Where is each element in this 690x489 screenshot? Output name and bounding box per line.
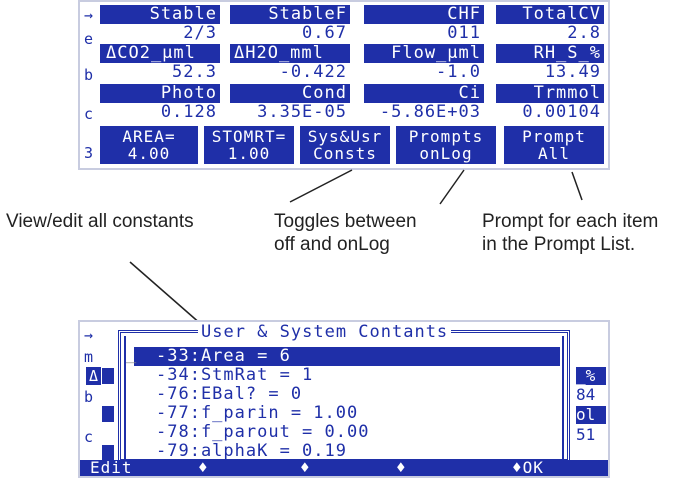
key-sys-usr-line2: Consts <box>313 144 377 163</box>
const-item-f-parin[interactable]: -77:f_parin = 1.00 <box>156 403 359 423</box>
value-rh-s: 13.49 <box>544 62 601 82</box>
const-item-stmrat[interactable]: -34:StmRat = 1 <box>156 365 314 385</box>
s2-row-label-m: m <box>84 348 94 366</box>
const-item-alphak[interactable]: -79:alphaK = 0.19 <box>156 441 347 461</box>
s2-right-fragment-2: 84 <box>576 385 596 404</box>
const-item-f-parout[interactable]: -78:f_parout = 0.00 <box>156 422 370 442</box>
key-area[interactable]: AREA= 4.00 <box>100 126 198 164</box>
value-ci: -5.86E+03 <box>379 102 481 122</box>
value-dco2: 52.3 <box>172 62 217 82</box>
key-stomrt-line1: STOMRT= <box>211 127 287 146</box>
header-dh2o: ΔH2O_mml <box>230 44 350 63</box>
const-item-area[interactable]: -33:Area = 6 <box>156 346 291 366</box>
header-photo: Photo <box>100 84 220 103</box>
s2-row-label-c: c <box>84 428 94 446</box>
fkey-diamond-2[interactable]: ♦ <box>198 458 209 477</box>
key-prompts-line1: Prompts <box>408 127 484 146</box>
value-cond: 3.35E-05 <box>257 102 347 122</box>
header-chf: CHF <box>364 5 484 24</box>
constants-lcd-screen: → m Δ b c _% 84 ol 51 User & System Cont… <box>78 320 610 478</box>
s2-right-fragment-1: _% <box>576 367 606 385</box>
row-label-c: c <box>84 105 94 123</box>
key-prompts-line2: onLog <box>419 144 473 163</box>
header-stablef: StableF <box>230 5 350 24</box>
header-cond: Cond <box>230 84 350 103</box>
header-stable: Stable <box>100 5 220 24</box>
selected-row-highlight <box>134 347 560 366</box>
value-totalcv: 2.8 <box>567 23 601 43</box>
s2-left-block-2 <box>102 406 114 422</box>
row-label-b: b <box>84 66 94 84</box>
fkey-diamond-3[interactable]: ♦ <box>300 458 311 477</box>
row-label-arrow: → <box>84 6 94 24</box>
value-chf: 011 <box>447 23 481 43</box>
header-dco2: ΔCO2_µml <box>100 44 220 63</box>
callout-prompt-line2: in the Prompt List. <box>482 234 636 255</box>
value-trmmol: 0.00104 <box>522 102 601 122</box>
row-label-e: e <box>84 30 94 48</box>
key-sys-usr-line1: Sys&Usr <box>307 127 383 146</box>
value-stablef: 0.67 <box>302 23 347 43</box>
row-cursor: _ <box>126 344 138 364</box>
value-flow: -1.0 <box>436 62 481 82</box>
key-stomrt-line2: 1.00 <box>227 144 271 163</box>
key-area-line1: AREA= <box>122 127 176 146</box>
s2-right-fragment-3: ol <box>576 406 606 424</box>
key-prompts-onlog[interactable]: Prompts onLog <box>396 126 496 164</box>
header-rh-s: RH_S_% <box>496 44 604 63</box>
callout-line-consts <box>289 169 353 203</box>
key-area-line2: 4.00 <box>127 144 171 163</box>
value-stable: 2/3 <box>183 23 217 43</box>
main-lcd-screen: → e b c 3 Stable StableF CHF TotalCV 2/3… <box>78 0 610 170</box>
s2-row-label-arrow: → <box>84 326 94 344</box>
callout-line-prompt-all <box>571 171 583 201</box>
header-ci: Ci <box>364 84 484 103</box>
dialog-title: User & System Contants <box>198 323 452 341</box>
callout-toggles: Toggles between off and onLog <box>274 210 417 256</box>
const-item-ebal[interactable]: -76:EBal? = 0 <box>156 384 303 404</box>
key-sys-usr-consts[interactable]: Sys&Usr Consts <box>300 126 390 164</box>
key-prompt-all[interactable]: Prompt All <box>504 126 604 164</box>
fkey-edit[interactable]: Edit <box>90 458 133 477</box>
s2-row-label-b: b <box>84 388 94 406</box>
s2-left-block-1 <box>102 368 114 384</box>
header-trmmol: Trmmol <box>496 84 604 103</box>
callout-toggles-line1: Toggles between <box>274 211 417 232</box>
key-prompt-all-line1: Prompt <box>522 127 586 146</box>
fkey-diamond-4[interactable]: ♦ <box>396 458 407 477</box>
s2-left-block-3 <box>102 445 114 461</box>
s2-right-fragment-4: 51 <box>576 425 596 444</box>
value-photo: 0.128 <box>160 102 217 122</box>
callout-view-edit-constants: View/edit all constants <box>6 211 194 232</box>
row-label-3: 3 <box>84 144 94 162</box>
callout-line-prompts <box>439 169 465 205</box>
value-dh2o: -0.422 <box>279 62 347 82</box>
callout-prompt-line1: Prompt for each item <box>482 211 659 232</box>
header-totalcv: TotalCV <box>496 5 604 24</box>
function-key-bar <box>80 460 608 476</box>
callout-prompt-each: Prompt for each item in the Prompt List. <box>482 210 658 256</box>
fkey-ok[interactable]: ♦OK <box>512 458 544 477</box>
header-flow: Flow_µml <box>364 44 484 63</box>
callout-toggles-line2: off and onLog <box>274 234 390 255</box>
key-stomrt[interactable]: STOMRT= 1.00 <box>204 126 294 164</box>
key-prompt-all-line2: All <box>538 144 570 163</box>
s2-row-label-delta: Δ <box>86 367 102 385</box>
